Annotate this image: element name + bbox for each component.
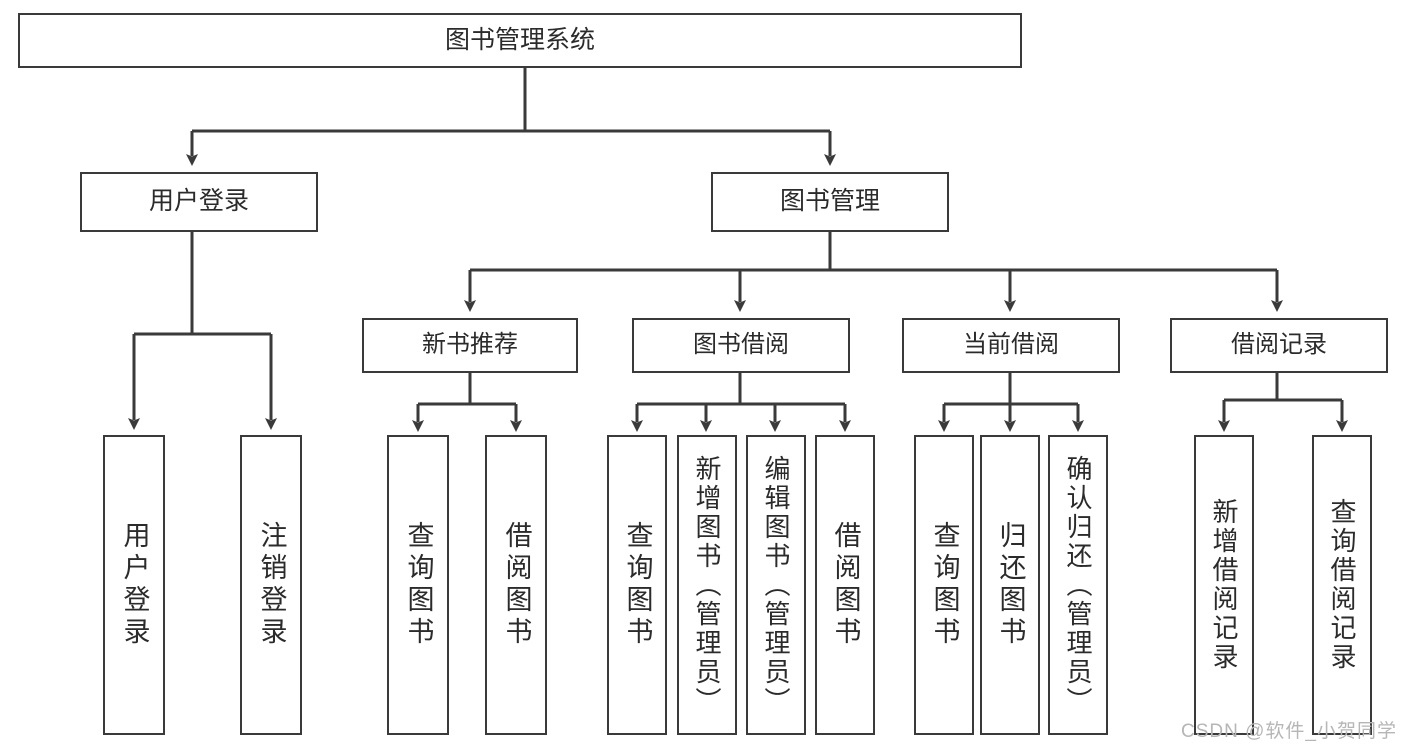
- leaf-record-query-borrow-record[interactable]: 查询借阅记录: [1312, 435, 1372, 735]
- leaf-user-login-logout[interactable]: 注销登录: [240, 435, 302, 735]
- node-label: 查询图书: [403, 521, 434, 649]
- leaf-current-query-book[interactable]: 查询图书: [914, 435, 974, 735]
- node-label: 当前借阅: [963, 331, 1059, 359]
- leaf-recommend-borrow-book[interactable]: 借阅图书: [485, 435, 547, 735]
- leaf-borrow-edit-book-admin[interactable]: 编辑图书（管理员）: [746, 435, 806, 735]
- node-label: 图书借阅: [693, 331, 789, 359]
- node-label: 图书管理系统: [444, 25, 595, 54]
- node-label: 图书管理: [779, 187, 880, 216]
- leaf-current-confirm-return-admin[interactable]: 确认归还（管理员）: [1048, 435, 1108, 735]
- node-current-borrow[interactable]: 当前借阅: [902, 318, 1120, 373]
- node-label: 编辑图书（管理员）: [761, 454, 791, 716]
- node-label: 借阅记录: [1231, 331, 1327, 359]
- node-book-borrow[interactable]: 图书借阅: [632, 318, 850, 373]
- node-book-management[interactable]: 图书管理: [711, 172, 949, 232]
- leaf-borrow-query-book[interactable]: 查询图书: [607, 435, 667, 735]
- node-label: 用户登录: [148, 187, 249, 216]
- leaf-borrow-borrow-book[interactable]: 借阅图书: [815, 435, 875, 735]
- node-label: 借阅图书: [830, 521, 861, 649]
- leaf-recommend-query-book[interactable]: 查询图书: [387, 435, 449, 735]
- node-label: 归还图书: [995, 521, 1026, 649]
- node-label: 用户登录: [119, 521, 150, 649]
- node-label: 新增借阅记录: [1209, 498, 1239, 672]
- node-label: 确认归还（管理员）: [1063, 454, 1093, 716]
- node-borrow-record[interactable]: 借阅记录: [1170, 318, 1388, 373]
- watermark-text: CSDN @软件_小贺同学: [1181, 721, 1397, 742]
- node-user-login[interactable]: 用户登录: [80, 172, 318, 232]
- node-label: 新增图书（管理员）: [692, 454, 722, 716]
- node-label: 新书推荐: [422, 331, 518, 359]
- leaf-borrow-add-book-admin[interactable]: 新增图书（管理员）: [677, 435, 737, 735]
- leaf-current-return-book[interactable]: 归还图书: [980, 435, 1040, 735]
- node-label: 注销登录: [256, 521, 287, 649]
- node-new-book-recommend[interactable]: 新书推荐: [362, 318, 578, 373]
- node-label: 查询图书: [929, 521, 960, 649]
- leaf-user-login-login[interactable]: 用户登录: [103, 435, 165, 735]
- node-label: 查询图书: [622, 521, 653, 649]
- leaf-record-add-borrow-record[interactable]: 新增借阅记录: [1194, 435, 1254, 735]
- node-label: 查询借阅记录: [1327, 498, 1357, 672]
- node-label: 借阅图书: [501, 521, 532, 649]
- node-root-system[interactable]: 图书管理系统: [18, 13, 1022, 68]
